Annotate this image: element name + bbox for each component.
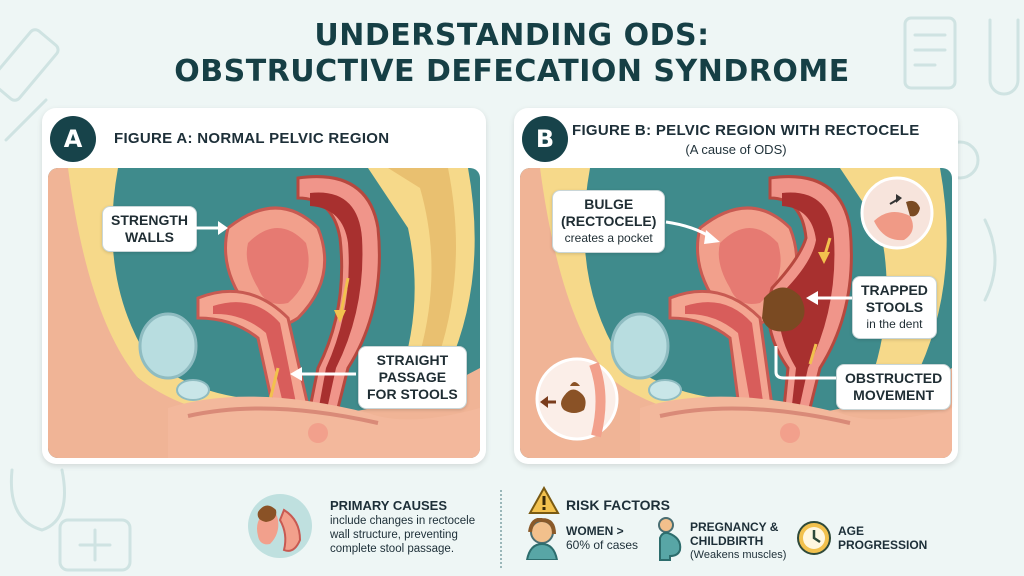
callout-bulge-line1: BULGE — [584, 196, 634, 212]
figure-a-title: FIGURE A: NORMAL PELVIC REGION — [114, 130, 390, 147]
risk-pregnancy-line2: CHILDBIRTH — [690, 534, 764, 548]
callout-passage-line1: STRAIGHT — [376, 352, 449, 368]
callout-bulge-line2: (RECTOCELE) — [561, 213, 657, 229]
callout-trapped-line2: STOOLS — [865, 299, 924, 315]
stool-pocket-inset-icon — [535, 357, 619, 441]
callout-obstructed-movement: OBSTRUCTED MOVEMENT — [836, 364, 952, 410]
risk-women-line2: 60% of cases — [566, 538, 639, 552]
callout-passage-line2: PASSAGE — [378, 369, 447, 385]
risk-pregnancy-line1: PREGNANCY & — [690, 520, 779, 534]
callout-straight-passage: STRAIGHT PASSAGE FOR STOOLS — [358, 346, 467, 409]
primary-causes-text: include changes in rectocele wall struct… — [330, 515, 476, 555]
arrow-left-icon — [290, 367, 356, 381]
figure-a-badge: A — [50, 116, 96, 162]
figure-b-panel: B FIGURE B: PELVIC REGION WITH RECTOCELE… — [514, 108, 958, 464]
callout-trapped-line1: TRAPPED — [861, 282, 928, 298]
figure-b-subtitle: (A cause of ODS) — [685, 142, 787, 157]
bottom-divider — [500, 490, 502, 568]
risk-age-line2: PROGRESSION — [838, 538, 928, 552]
callout-bulge-rectocele: BULGE (RECTOCELE) creates a pocket — [552, 190, 666, 253]
stool-direction-inset-icon — [860, 176, 934, 250]
figure-b-badge: B — [522, 116, 568, 162]
figure-a-panel: A FIGURE A: NORMAL PELVIC REGION — [42, 108, 486, 464]
risk-pregnancy: PREGNANCY & CHILDBIRTH (Weakens muscles) — [690, 520, 786, 562]
callout-strength-walls: STRENGTH WALLS — [102, 206, 197, 252]
callout-strength-line1: STRENGTH — [111, 212, 188, 228]
arrow-obstructed-icon — [774, 346, 836, 380]
callout-trapped-stools: TRAPPED STOOLS in the dent — [852, 276, 937, 339]
arrow-trapped-icon — [806, 291, 852, 305]
callout-obstructed-line1: OBSTRUCTED — [845, 370, 943, 386]
clock-icon — [797, 521, 831, 555]
arrow-right-icon — [194, 221, 228, 235]
primary-causes-icon — [248, 494, 312, 558]
warning-icon — [528, 486, 560, 514]
figure-a-illustration — [48, 168, 480, 458]
callout-bulge-small: creates a pocket — [564, 231, 653, 245]
primary-causes-title: PRIMARY CAUSES — [330, 498, 448, 513]
callout-strength-line2: WALLS — [125, 229, 174, 245]
callout-trapped-small: in the dent — [866, 317, 923, 331]
risk-factors-title: RISK FACTORS — [566, 497, 670, 513]
risk-women: WOMEN > 60% of cases — [566, 524, 638, 552]
woman-icon — [525, 518, 559, 560]
page-title-line1: UNDERSTANDING ODS: — [314, 18, 710, 53]
risk-age: AGE PROGRESSION — [838, 524, 927, 552]
risk-women-line1: WOMEN > — [566, 524, 624, 538]
callout-obstructed-line2: MOVEMENT — [853, 387, 935, 403]
arrow-bulge-icon — [665, 220, 720, 244]
page-title-line2: OBSTRUCTIVE DEFECATION SYNDROME — [174, 54, 850, 89]
callout-passage-line3: FOR STOOLS — [367, 386, 458, 402]
risk-pregnancy-small: (Weakens muscles) — [690, 549, 787, 561]
pregnant-woman-icon — [658, 517, 682, 561]
figure-b-title: FIGURE B: PELVIC REGION WITH RECTOCELE — [572, 122, 920, 139]
risk-age-line1: AGE — [838, 524, 865, 538]
